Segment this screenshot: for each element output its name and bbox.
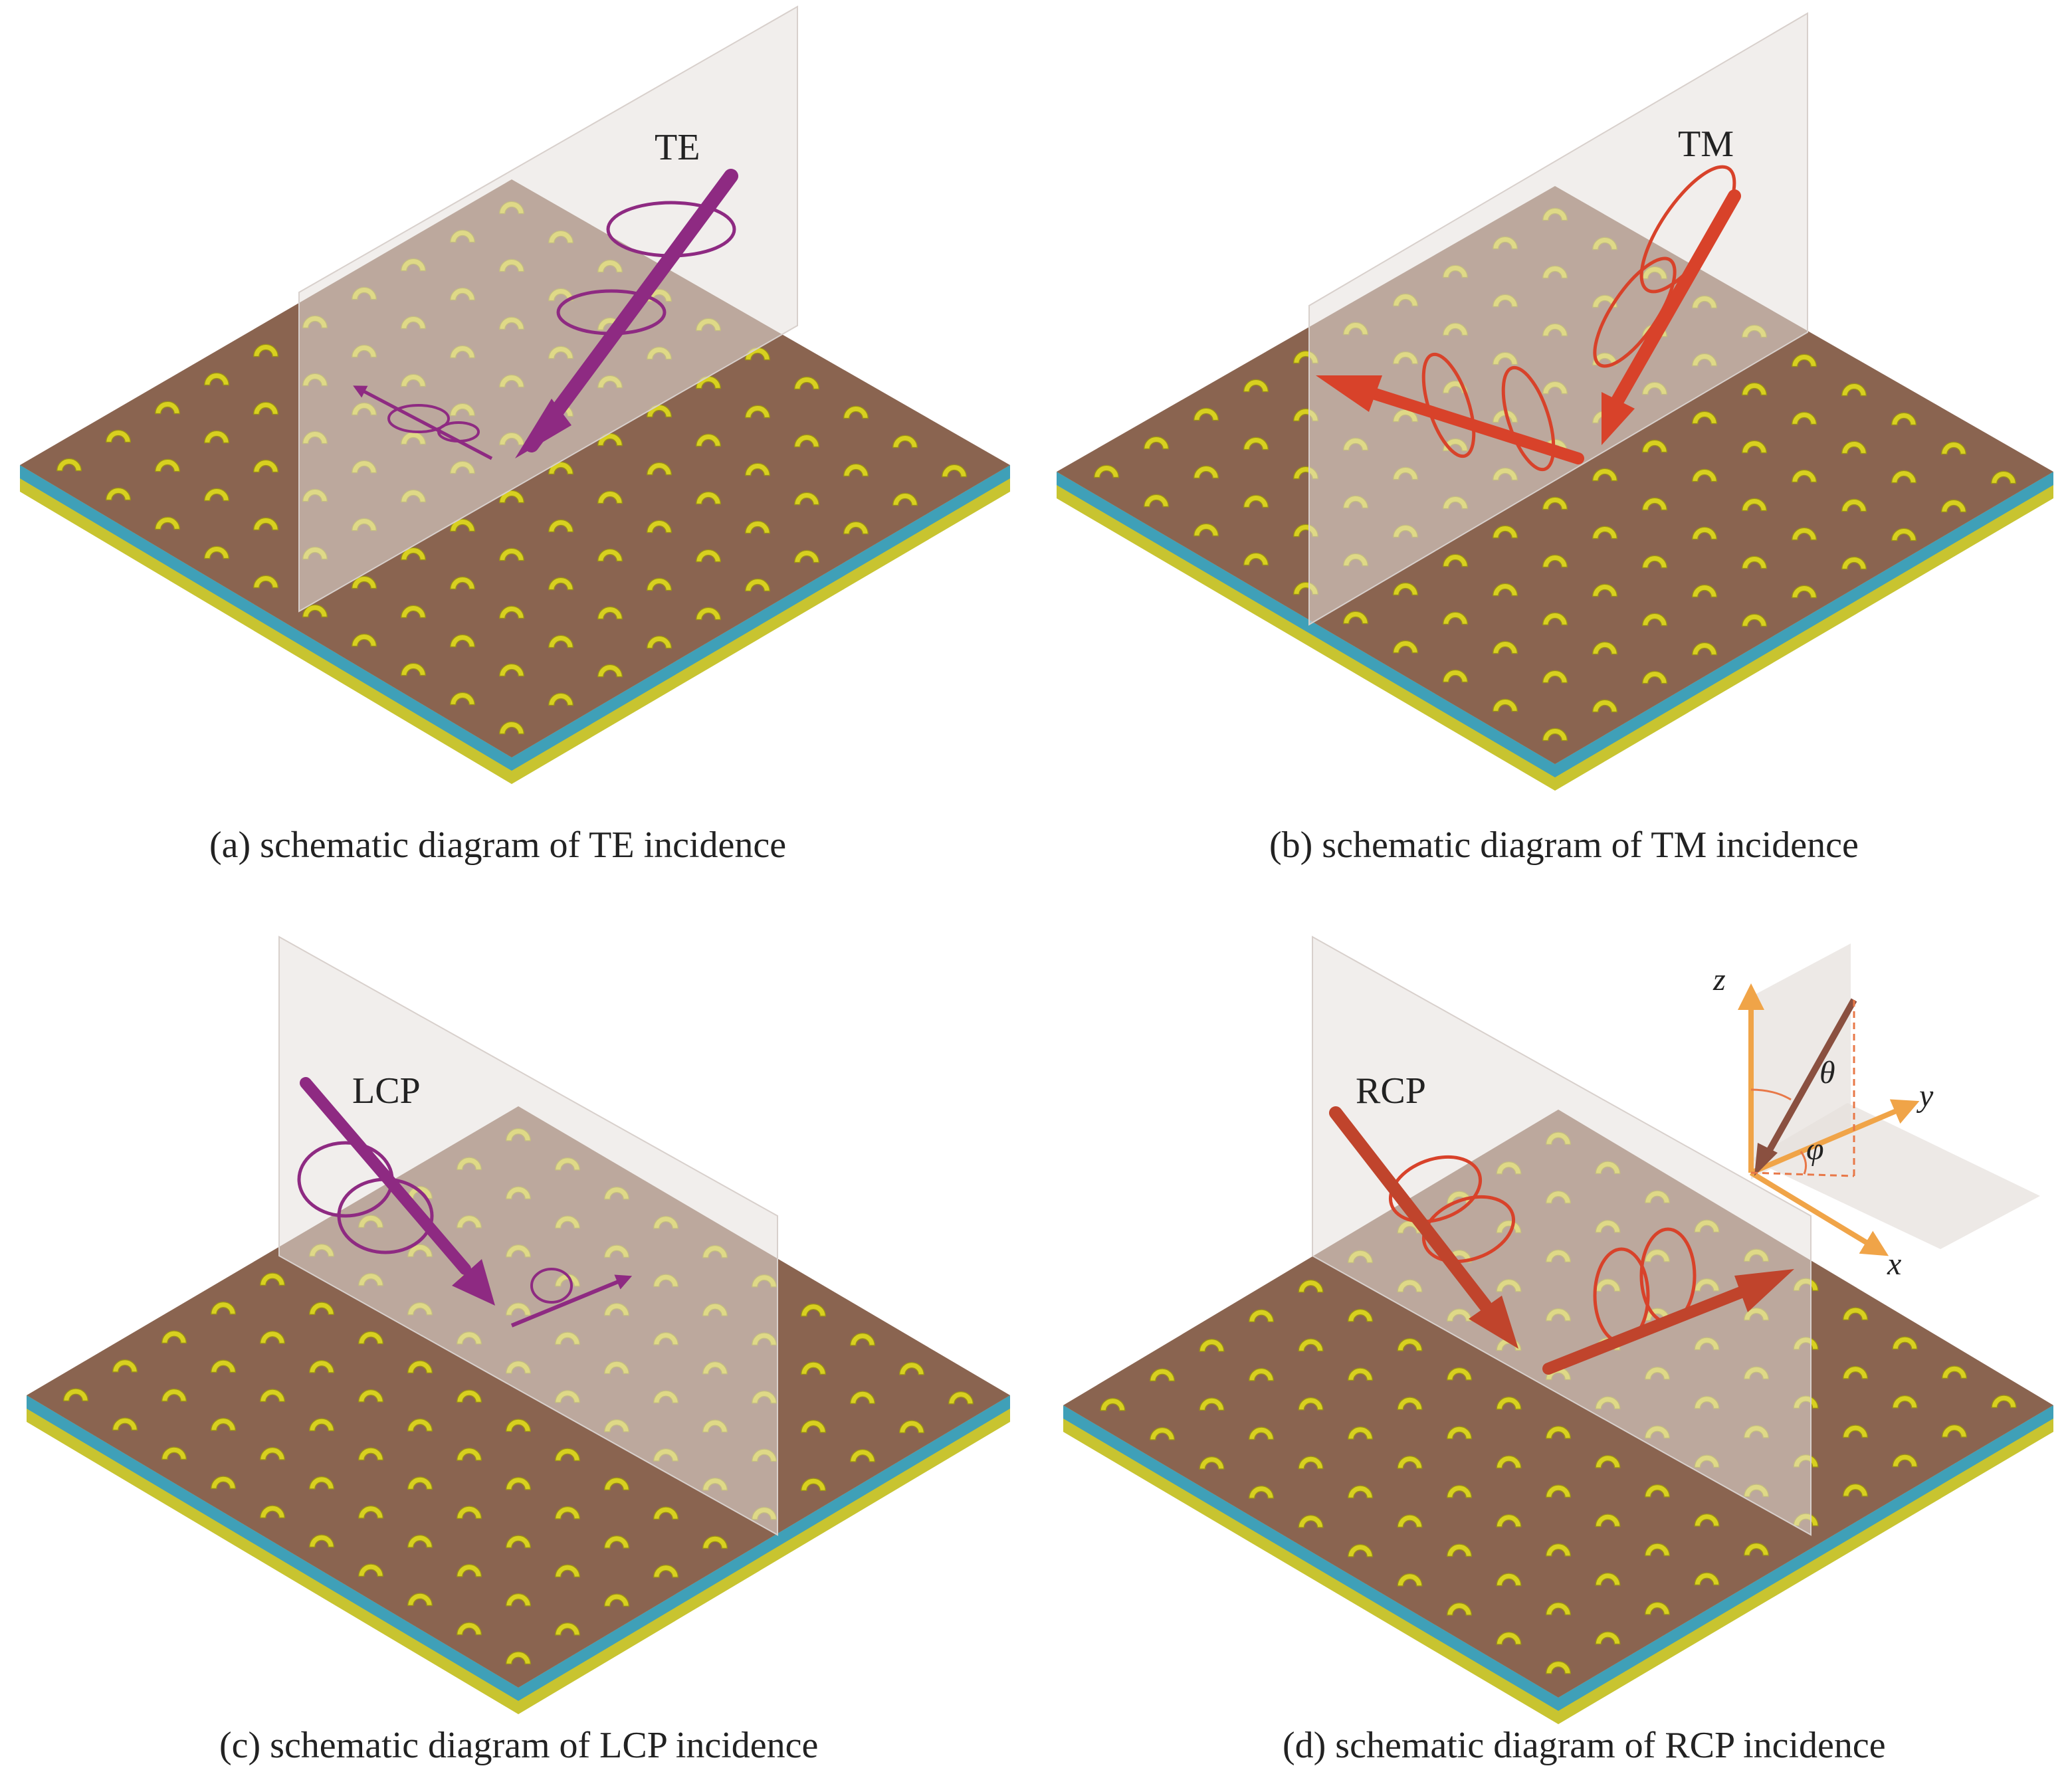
wave-vector-head (1754, 1143, 1778, 1176)
reflected-wave (1316, 352, 1584, 472)
reflected-wave (353, 385, 493, 460)
coordinate-inset: z y x θ φ (1712, 943, 2040, 1282)
incidence-plane (1308, 12, 1808, 626)
panel-c: LCP (c) schematic diagram of LCP inciden… (27, 936, 1010, 1766)
reflected-wave (510, 1268, 633, 1328)
caption: (d) schematic diagram of RCP incidence (1283, 1725, 1886, 1766)
wave-vector-arrow (1761, 998, 1857, 1161)
z-axis-label: z (1712, 962, 1726, 997)
y-axis-label: y (1916, 1078, 1934, 1114)
incident-wave (1329, 1106, 1518, 1349)
substrate (1063, 1110, 2053, 1724)
wave-label: LCP (352, 1070, 421, 1112)
caption: (c) schematic diagram of LCP incidence (219, 1725, 818, 1766)
incidence-plane (298, 5, 798, 613)
panel-d: RCP (d) schematic diagram of RCP inciden… (1063, 936, 2053, 1766)
x-axis-arrow (1749, 1170, 1889, 1256)
x-axis-label: x (1887, 1246, 1901, 1282)
theta-label: θ (1819, 1055, 1835, 1090)
phi-label: φ (1806, 1132, 1824, 1167)
panel-b: TM (b) schematic diagram of TM incidence (1057, 12, 2053, 866)
incident-wave (515, 169, 738, 458)
incident-wave (1593, 165, 1741, 445)
reflected-wave (1542, 1227, 1794, 1375)
incidence-plane (1312, 936, 1812, 1536)
wave-label: TE (655, 127, 700, 168)
wave-label: RCP (1356, 1070, 1426, 1112)
incidence-plane (278, 936, 778, 1536)
caption: (a) schematic diagram of TE incidence (209, 825, 786, 866)
phi-arc (1800, 1151, 1808, 1175)
wave-label: TM (1678, 124, 1734, 165)
panel-a: TE (a) schematic diagram of TE incidence (20, 5, 1010, 866)
y-axis-arrow (1750, 1099, 1920, 1175)
theta-arc (1750, 1088, 1792, 1101)
incident-wave (297, 1077, 495, 1306)
caption: (b) schematic diagram of TM incidence (1269, 825, 1859, 866)
